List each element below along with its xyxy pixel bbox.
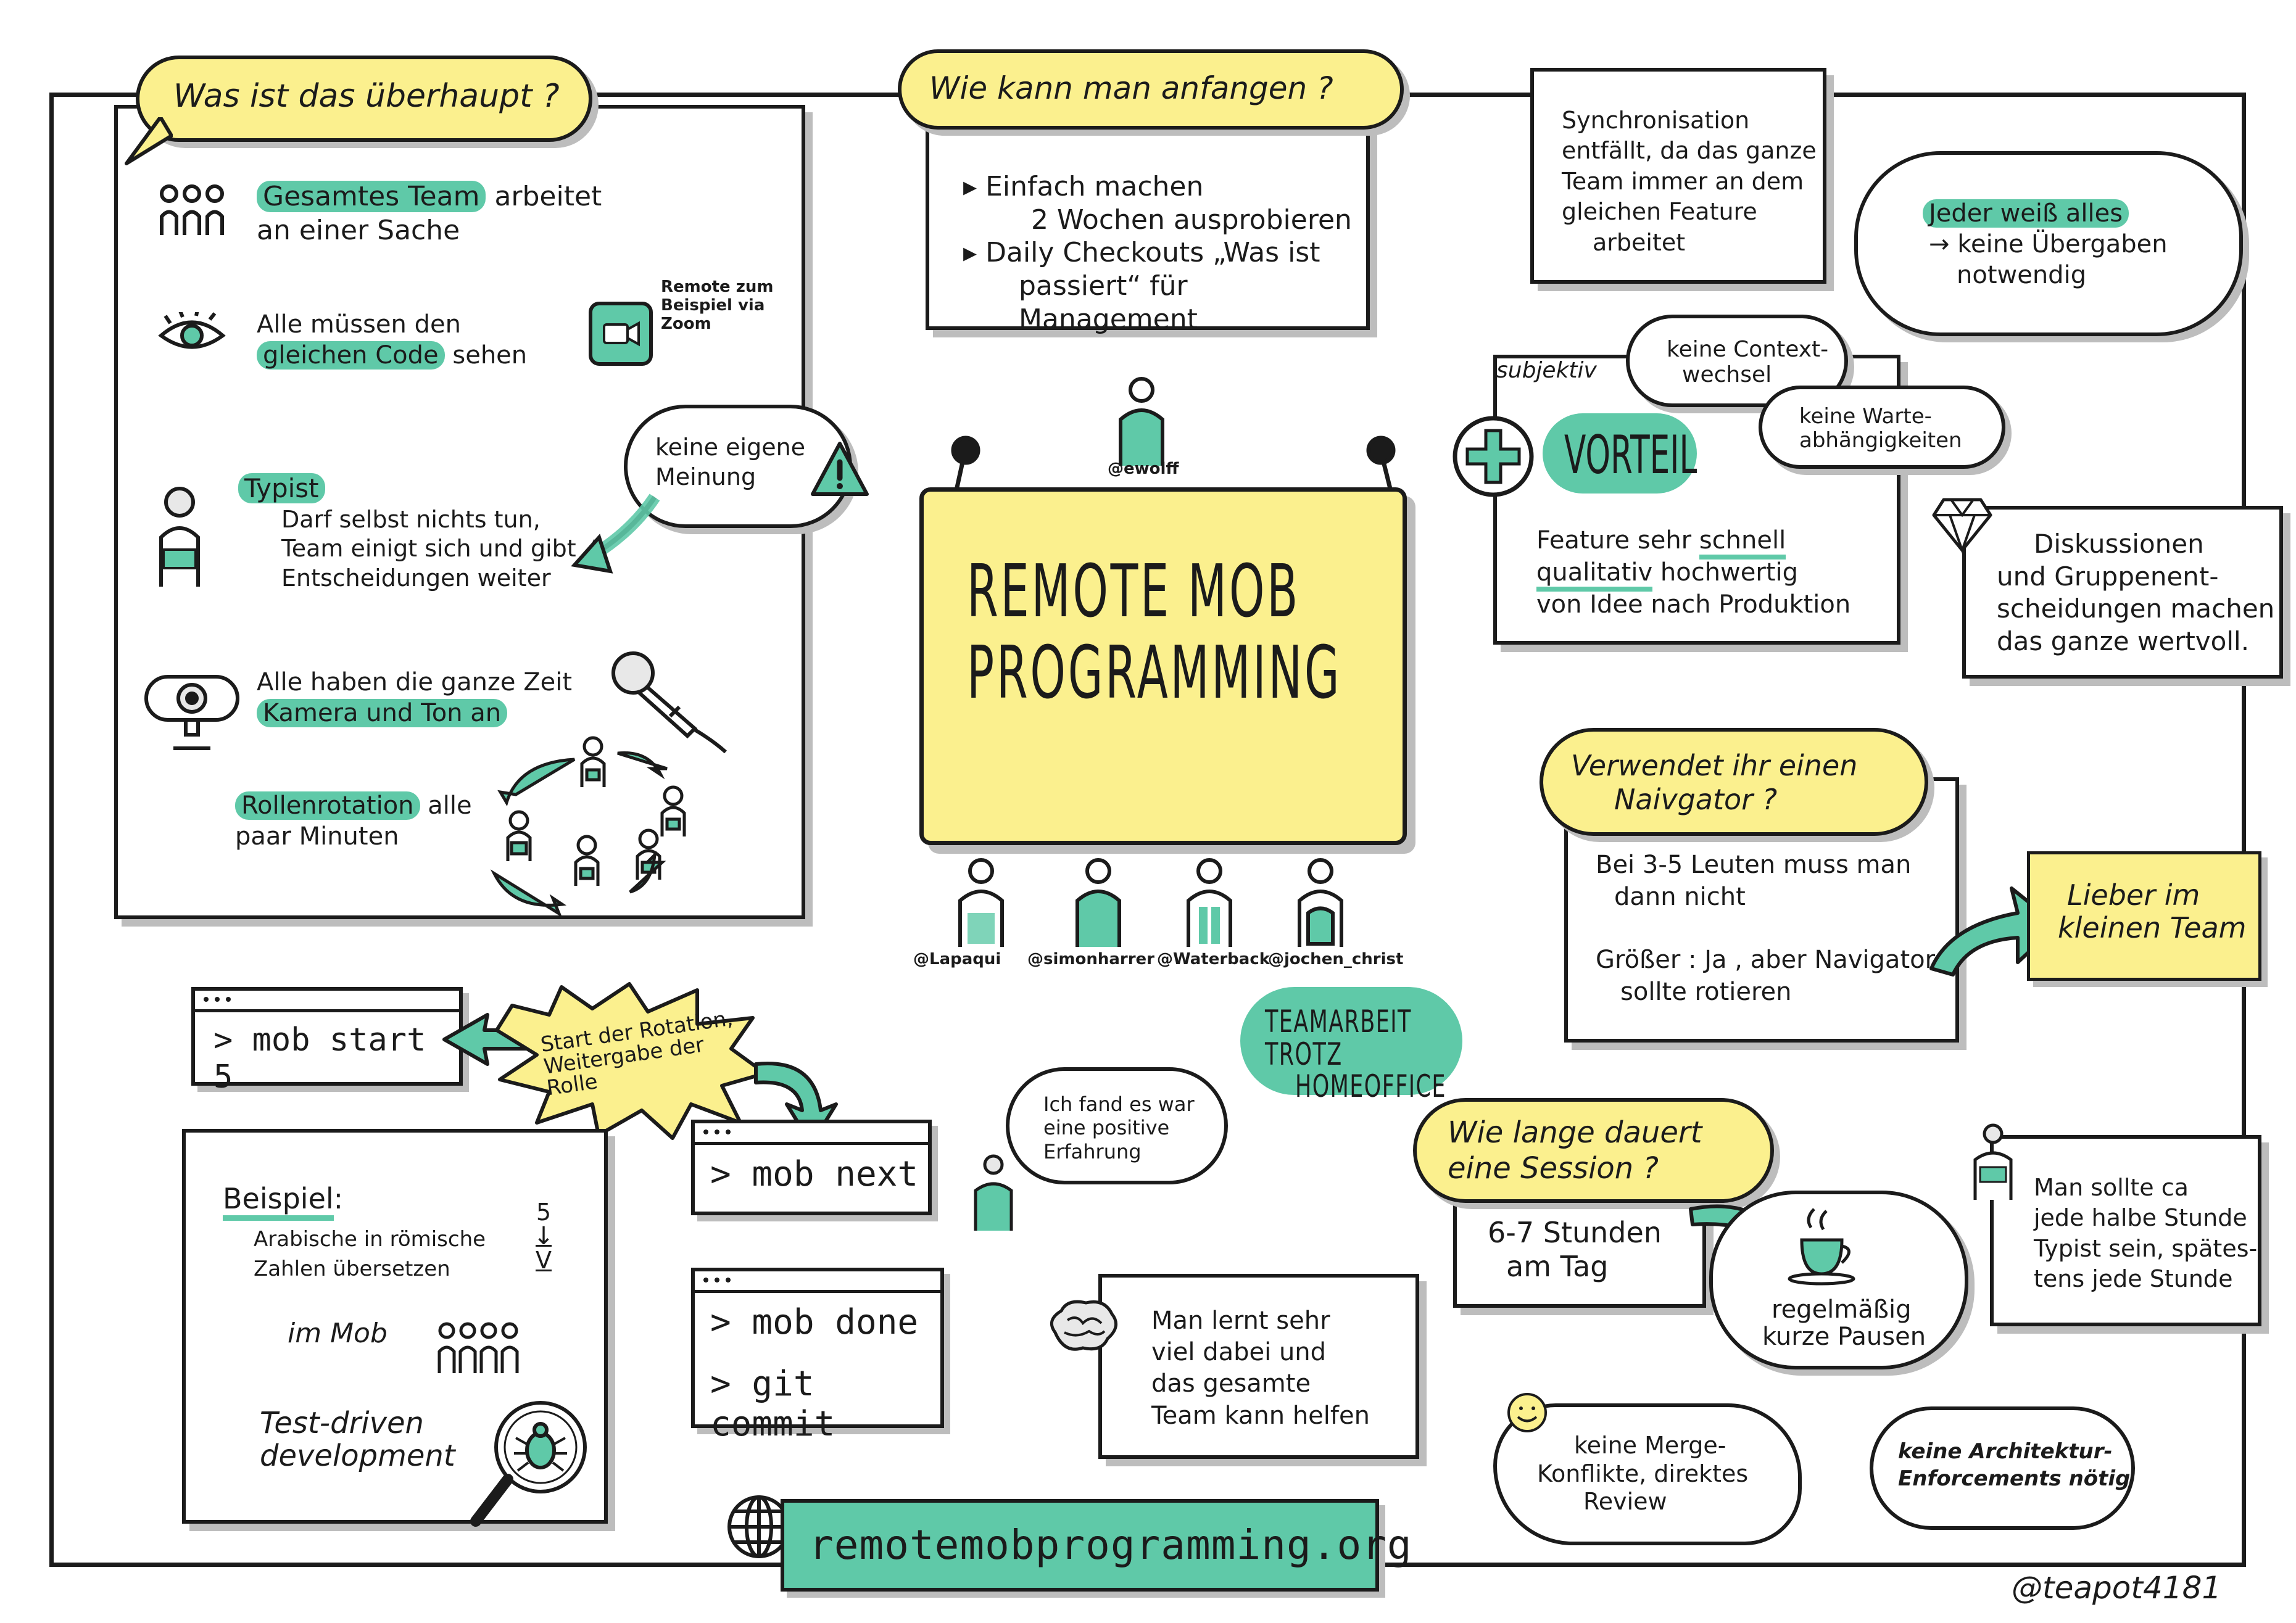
- start-item-1: ▸ Einfach machen: [963, 171, 1204, 202]
- architecture-bubble: keine Architektur- Enforcements nötig: [1870, 1406, 2135, 1530]
- numeral-conversion: 5 ↓ V: [533, 1199, 554, 1274]
- website-banner: remotemobprogramming.org: [781, 1499, 1412, 1592]
- warning-icon: [811, 442, 869, 496]
- brain-icon: [1050, 1300, 1118, 1351]
- example-panel: Beispiel: Arabische in römische Zahlen ü…: [182, 1129, 608, 1527]
- eye-icon: [158, 312, 226, 349]
- typist-tip-note: Man sollte ca jede halbe Stunde Typist s…: [1990, 1135, 2261, 1326]
- highlight-gleichen-code: gleichen Code: [257, 341, 445, 370]
- title-pins: [948, 436, 1400, 519]
- knowledge-cloud: Jeder weiß alles → keine Übergaben notwe…: [1854, 151, 2243, 336]
- item-camera: Alle haben die ganze Zeit Kamera und Ton…: [257, 668, 573, 727]
- heading-what-is-it: Was ist das überhaupt ?: [136, 56, 592, 142]
- learn-note: Man lernt sehr viel dabei und das gesamt…: [1098, 1274, 1419, 1459]
- item-typist: Typist Darf selbst nichts tun, Team eini…: [238, 473, 576, 593]
- wait-cloud: keine Warte- abhängigkeiten: [1759, 386, 2005, 469]
- handle-simonharrer: @simonharrer: [1027, 950, 1155, 968]
- cmd-mob-next: > mob next: [710, 1154, 919, 1194]
- advantage-text: Feature sehr schnell qualitativ hochwert…: [1536, 526, 1851, 619]
- merge-burst: keine Merge- Konflikte, direktes Review: [1493, 1403, 1802, 1545]
- experience-bubble: Ich fand es war eine positive Erfahrung: [1006, 1067, 1228, 1184]
- person-icon: [974, 1154, 1013, 1231]
- handle-jochen-christ: @jochen_christ: [1268, 950, 1404, 968]
- example-text: Arabische in römische Zahlen übersetzen: [254, 1227, 486, 1281]
- handle-waterback: @Waterback: [1157, 950, 1270, 968]
- bubble-tail: [125, 117, 173, 165]
- webcam-icon: [144, 675, 239, 750]
- rotation-cycle-icon: [490, 736, 686, 918]
- label-subjektiv: subjektiv: [1496, 358, 1597, 383]
- burst-shape: [495, 982, 767, 1140]
- session-box: 6-7 Stunden am Tag: [1453, 1187, 1706, 1308]
- handle-lapaqui: @Lapaqui: [913, 950, 1001, 968]
- highlight-jeder-weiss-alles: Jeder weiß alles: [1923, 199, 2129, 228]
- coffee-icon: [1788, 1208, 1855, 1286]
- start-item-2: ▸ Daily Checkouts „Was ist: [963, 237, 1320, 269]
- handle-ewolff: @ewolff: [1108, 460, 1179, 478]
- team-icon: [160, 184, 224, 235]
- diamond-icon: [1932, 498, 1992, 555]
- highlight-rollenrotation: Rollenrotation: [235, 791, 420, 820]
- signature: @teapot4181: [2012, 1570, 2222, 1606]
- cmd-git-commit: > git commit: [710, 1364, 835, 1444]
- highlight-gesamtes-team: Gesamtes Team: [257, 181, 486, 212]
- heading-session: Wie lange dauert eine Session ?: [1413, 1098, 1774, 1203]
- typist-icon: [159, 487, 200, 587]
- zoom-icon: [589, 302, 653, 366]
- cmd-window-next: > mob next: [691, 1120, 932, 1215]
- sync-note: Synchronisation entfällt, da das ganze T…: [1530, 68, 1826, 284]
- arrow-to-typist: [571, 494, 660, 574]
- cmd-window-start: > mob start 5: [191, 987, 463, 1096]
- cmd-window-done: > mob done > git commit: [691, 1268, 944, 1444]
- remote-note: Remote zum Beispiel via Zoom: [661, 278, 774, 333]
- title-text: REMOTE MOB PROGRAMMING: [967, 548, 1342, 716]
- team-avatars: [958, 858, 1343, 947]
- mob-icon: [437, 1322, 519, 1373]
- magnifier-bug-icon: [470, 1401, 587, 1527]
- heading-start: Wie kann man anfangen ?: [898, 49, 1404, 130]
- opinion-cloud: keine eigene Meinung: [624, 405, 852, 528]
- advantage-title: VORTEIL: [1543, 413, 1697, 494]
- highlight-kamera-ton: Kamera und Ton an: [257, 699, 508, 727]
- item-team: Gesamtes Team arbeitet an einer Sache: [257, 181, 602, 246]
- typist-small-icon: [1973, 1123, 2013, 1200]
- subtitle-cloud: TEAMARBEIT TROTZ HOMEOFFICE: [1240, 987, 1462, 1102]
- presenter-avatar: [1119, 377, 1164, 466]
- cmd-mob-start: > mob start 5: [213, 1022, 426, 1096]
- item-rotation: Rollenrotation alle paar Minuten: [235, 791, 472, 851]
- example-heading: Beispiel:: [223, 1182, 343, 1221]
- start-panel: ▸ Einfach machen 2 Wochen ausprobieren ▸…: [926, 123, 1370, 335]
- heading-navigator: Verwendet ihr einen Naivgator ?: [1540, 728, 1928, 836]
- discussion-note: Diskussionen und Gruppenent- scheidungen…: [1962, 506, 2283, 679]
- example-mob: im Mob: [288, 1318, 388, 1349]
- website-link[interactable]: remotemobprogramming.org: [809, 1521, 1412, 1569]
- title-sign: REMOTE MOB PROGRAMMING: [919, 487, 1407, 845]
- item-same-code: Alle müssen den gleichen Code sehen: [257, 310, 528, 370]
- cmd-mob-done: > mob done: [710, 1302, 919, 1342]
- sticky-note-small-team: Lieber im kleinen Team: [2027, 851, 2261, 981]
- plus-icon: [1453, 416, 1534, 497]
- example-tdd: Test-driven development: [260, 1406, 455, 1473]
- highlight-typist: Typist: [238, 473, 325, 503]
- what-is-it-panel: Gesamtes Team arbeitet an einer Sache Al…: [114, 105, 869, 919]
- microphone-icon: [611, 651, 727, 753]
- smiley-icon: [1507, 1393, 1547, 1432]
